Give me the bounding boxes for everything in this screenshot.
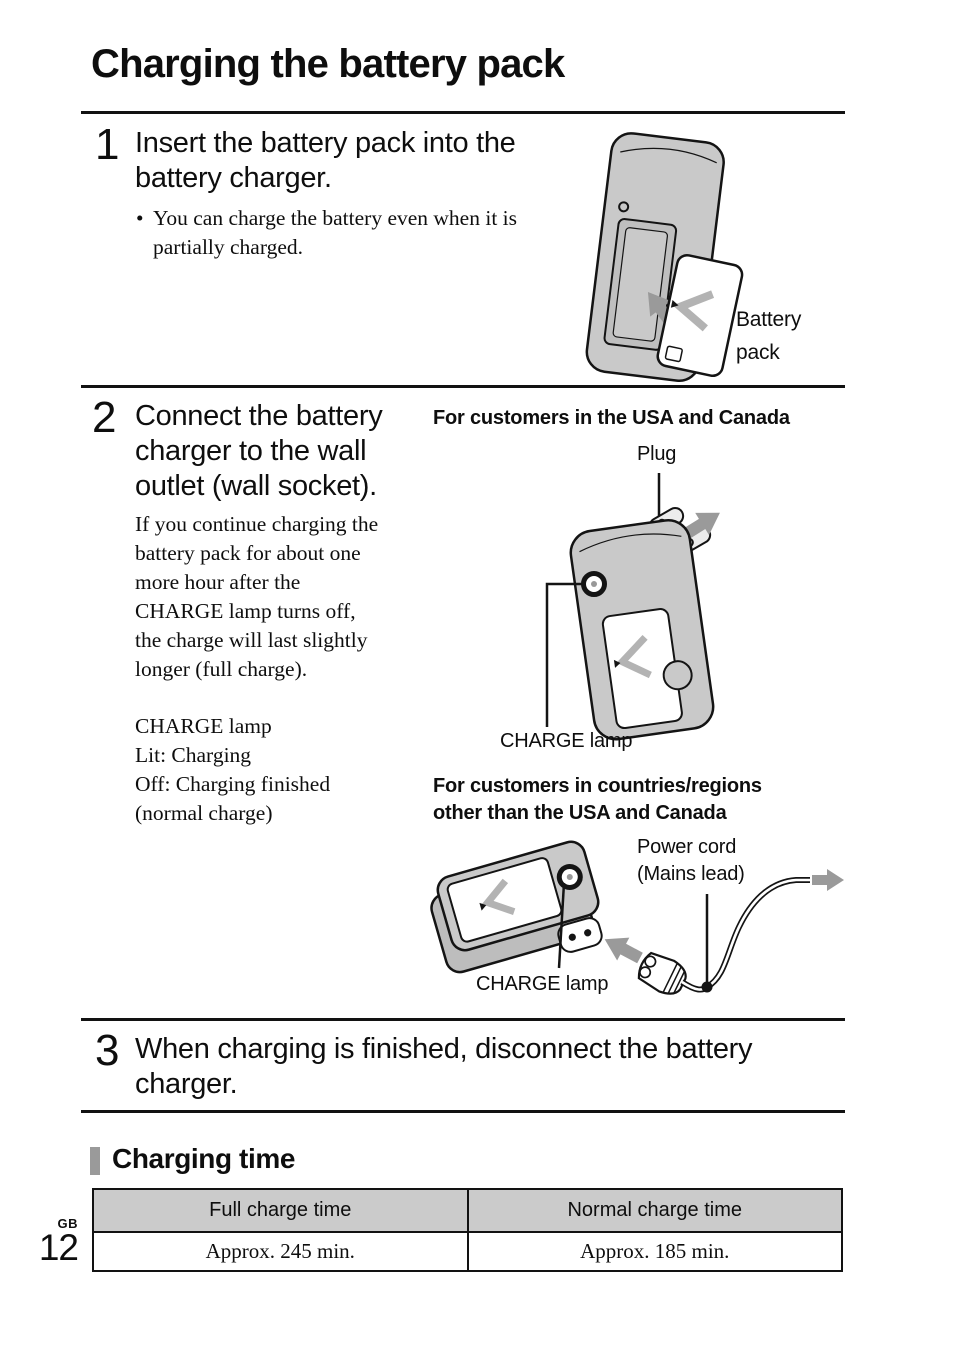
cord-pointer-dot: [701, 981, 713, 993]
charger-plug-figure: [545, 473, 720, 741]
charging-time-section-title: Charging time: [112, 1143, 296, 1174]
battery-charger-insert-figure: [585, 132, 744, 382]
step-3-heading: When charging is finished, disconnect th…: [135, 1033, 753, 1100]
divider: [81, 385, 845, 388]
charger-power-cord-figure: [430, 840, 844, 995]
divider: [81, 1110, 845, 1113]
step-1-bullet-text: You can charge the battery even when it …: [153, 206, 518, 259]
usa-canada-title: For customers in the USA and Canada: [433, 407, 790, 429]
charge-lamp-pointer-line: [557, 882, 566, 969]
cord-out-arrow: [812, 869, 844, 891]
step-1-number: 1: [95, 120, 120, 169]
power-cord-connector: [637, 951, 687, 995]
battery-pack-figure: [656, 253, 744, 378]
divider: [81, 1018, 845, 1021]
ac-inlet: [557, 917, 603, 953]
section-marker-bar: [90, 1147, 100, 1175]
battery-charger-body: [569, 518, 715, 741]
table-header-row: Full charge time Normal charge time: [92, 1188, 843, 1233]
charging-time-table: Full charge time Normal charge time Appr…: [92, 1188, 843, 1272]
table-header-cell-normal-charge: Normal charge time: [466, 1188, 843, 1233]
charge-lamp-pointer-line: [545, 582, 583, 727]
table-row: Approx. 245 min. Approx. 185 min.: [92, 1231, 843, 1272]
bullet-marker: •: [136, 206, 144, 230]
charge-lamp-label-other: CHARGE lamp: [476, 973, 609, 995]
region-code: GB: [57, 1216, 78, 1231]
table-header-cell-full-charge: Full charge time: [92, 1188, 469, 1233]
charge-lamp-label-usa: CHARGE lamp: [500, 730, 633, 752]
battery-charger-body: [436, 840, 600, 952]
step-3-number: 3: [95, 1026, 120, 1075]
power-cord: [680, 877, 810, 993]
power-cord-label: Power cord(Mains lead): [637, 836, 745, 885]
plug-direction-arrow: [682, 512, 720, 540]
page-number: 12: [38, 1227, 79, 1268]
cord-direction-arrow: [604, 937, 643, 964]
table-cell-normal-charge-value: Approx. 185 min.: [466, 1231, 843, 1272]
plug-label: Plug: [637, 443, 677, 465]
charge-lamp-dot: [591, 581, 597, 587]
divider: [81, 111, 845, 114]
page-title: Charging the battery pack: [91, 42, 565, 86]
table-cell-full-charge-value: Approx. 245 min.: [92, 1231, 469, 1272]
power-cord-highlight: [681, 878, 810, 991]
step-2-number: 2: [92, 393, 117, 442]
